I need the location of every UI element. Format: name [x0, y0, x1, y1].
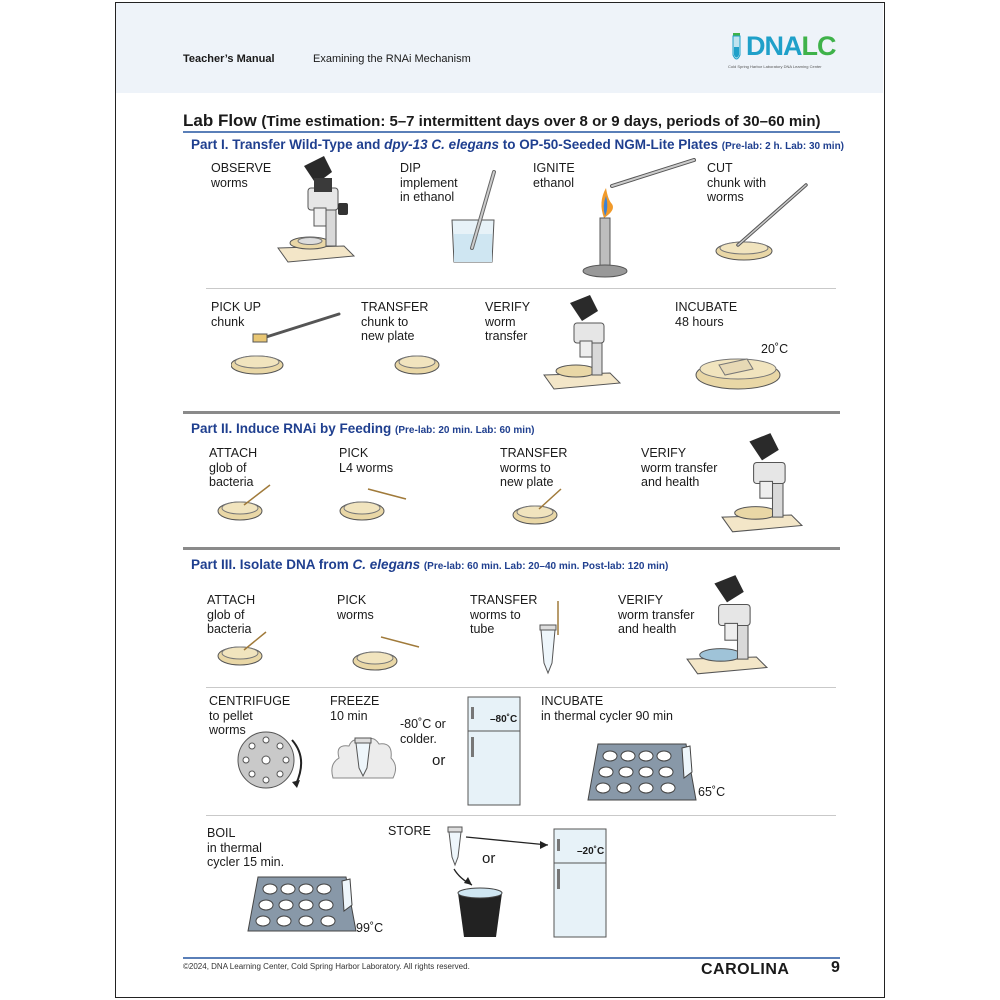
plate-pick-icon [352, 636, 420, 671]
microtube-icon [539, 601, 559, 675]
step-pick-up: PICK UP chunk [211, 300, 262, 329]
microscope-icon [721, 433, 804, 533]
part3-heading: Part III. Isolate DNA from C. elegans (P… [191, 557, 668, 572]
step-verify: VERIFY worm transfer and health [618, 593, 695, 636]
store-diagram-icon [447, 826, 549, 937]
part2-heading-text: Part II. Induce RNAi by Feeding [191, 421, 396, 436]
carolina-logo: CAROLINA [701, 961, 790, 978]
step-pick: PICK worms [337, 593, 374, 622]
step-ignite: IGNITE ethanol [533, 161, 575, 190]
new-plate-icon [394, 355, 440, 375]
part1-heading-text-2: to OP-50-Seeded NGM-Lite Plates [498, 137, 722, 152]
title-main: Lab Flow [183, 111, 257, 130]
microscope-icon [277, 156, 356, 263]
step-verify: VERIFY worm transfer [485, 300, 531, 343]
divider [206, 288, 836, 289]
step-centrifuge: CENTRIFUGE to pellet worms [209, 694, 291, 737]
part3-heading-organism: C. elegans [352, 557, 421, 572]
step-incubate: INCUBATE 48 hours [675, 300, 738, 329]
freeze-temp-note: -80˚C or colder. [400, 717, 446, 746]
page-title: Lab Flow (Time estimation: 5–7 intermitt… [183, 111, 820, 131]
part2-heading: Part II. Induce RNAi by Feeding (Pre-lab… [191, 421, 535, 436]
or-text: or [432, 752, 446, 769]
copyright: ©2024, DNA Learning Center, Cold Spring … [183, 962, 470, 971]
ethanol-beaker-icon [451, 170, 496, 263]
divider [206, 687, 836, 688]
step-dip: DIP implement in ethanol [400, 161, 458, 204]
or-text: or [482, 850, 496, 867]
incubate-temp: 20˚C [761, 342, 789, 356]
page: Teacher’s Manual Examining the RNAi Mech… [115, 2, 885, 998]
plate-pick-icon [217, 484, 271, 521]
step-boil: BOIL in thermal cycler 15 min. [207, 826, 285, 869]
plate-pick-icon [217, 631, 267, 666]
test-tube-icon [732, 33, 741, 60]
page-header: Teacher’s Manual Examining the RNAi Mech… [116, 3, 883, 93]
step-cut: CUT chunk with worms [707, 161, 767, 204]
section-divider [183, 547, 840, 550]
thermal-cycler-icon [247, 876, 357, 932]
step-attach: ATTACH glob of bacteria [207, 593, 256, 636]
part3-heading-text: Part III. Isolate DNA from [191, 557, 353, 572]
freezer-icon [553, 828, 607, 938]
step-observe: OBSERVE worms [211, 161, 272, 190]
plate-scalpel-icon [715, 183, 808, 261]
title-time-estimate: (Time estimation: 5–7 intermittent days … [261, 113, 821, 130]
part1-time: (Pre-lab: 2 h. Lab: 30 min) [721, 141, 845, 152]
part2-time: (Pre-lab: 20 min. Lab: 60 min) [395, 425, 535, 436]
freezer-icon [467, 696, 521, 806]
freezer-80-label: –80˚C [490, 714, 518, 725]
centrifuge-icon [237, 731, 303, 789]
page-number: 9 [831, 959, 840, 976]
incubate-plate-icon [695, 358, 781, 390]
step-transfer: TRANSFER worms to new plate [500, 446, 568, 489]
step-freeze: FREEZE 10 min [330, 694, 380, 723]
title-rule [183, 131, 840, 133]
boil-temp: 99˚C [356, 921, 384, 935]
manual-label: Teacher’s Manual [183, 53, 275, 65]
burner-icon [582, 158, 696, 278]
step-transfer: TRANSFER chunk to new plate [361, 300, 429, 343]
divider [206, 815, 836, 816]
dnalc-logo: DNALC Cold Spring Harbor Laboratory DNA … [728, 31, 848, 71]
step-transfer: TRANSFER worms to tube [470, 593, 538, 636]
microscope-icon [686, 575, 769, 675]
plate-pick-icon [512, 488, 562, 525]
step-verify: VERIFY worm transfer and health [641, 446, 718, 489]
section-divider [183, 411, 840, 414]
document-title: Examining the RNAi Mechanism [313, 53, 471, 65]
dry-ice-icon [331, 737, 397, 779]
pickup-plate-icon [231, 312, 341, 375]
step-pick: PICK L4 worms [339, 446, 394, 475]
logo-subtitle: Cold Spring Harbor Laboratory DNA Learni… [728, 64, 822, 69]
step-attach: ATTACH glob of bacteria [209, 446, 258, 489]
footer-rule [183, 957, 840, 959]
logo-wordmark: DNALC [746, 31, 837, 61]
part3-time: (Pre-lab: 60 min. Lab: 20–40 min. Post-l… [423, 561, 669, 572]
microscope-icon [543, 295, 622, 390]
freezer-20-label: –20˚C [577, 846, 605, 857]
step-store: STORE [388, 824, 431, 838]
part1-heading-text: Part I. Transfer Wild-Type and [191, 137, 385, 152]
incubate-temp: 65˚C [698, 785, 726, 799]
part1-heading: Part I. Transfer Wild-Type and dpy-13 C.… [191, 137, 844, 152]
thermal-cycler-icon [587, 743, 697, 801]
plate-pick-icon [339, 488, 407, 521]
part1-heading-organism: dpy-13 C. elegans [384, 137, 499, 152]
step-incubate: INCUBATE in thermal cycler 90 min [541, 694, 673, 723]
